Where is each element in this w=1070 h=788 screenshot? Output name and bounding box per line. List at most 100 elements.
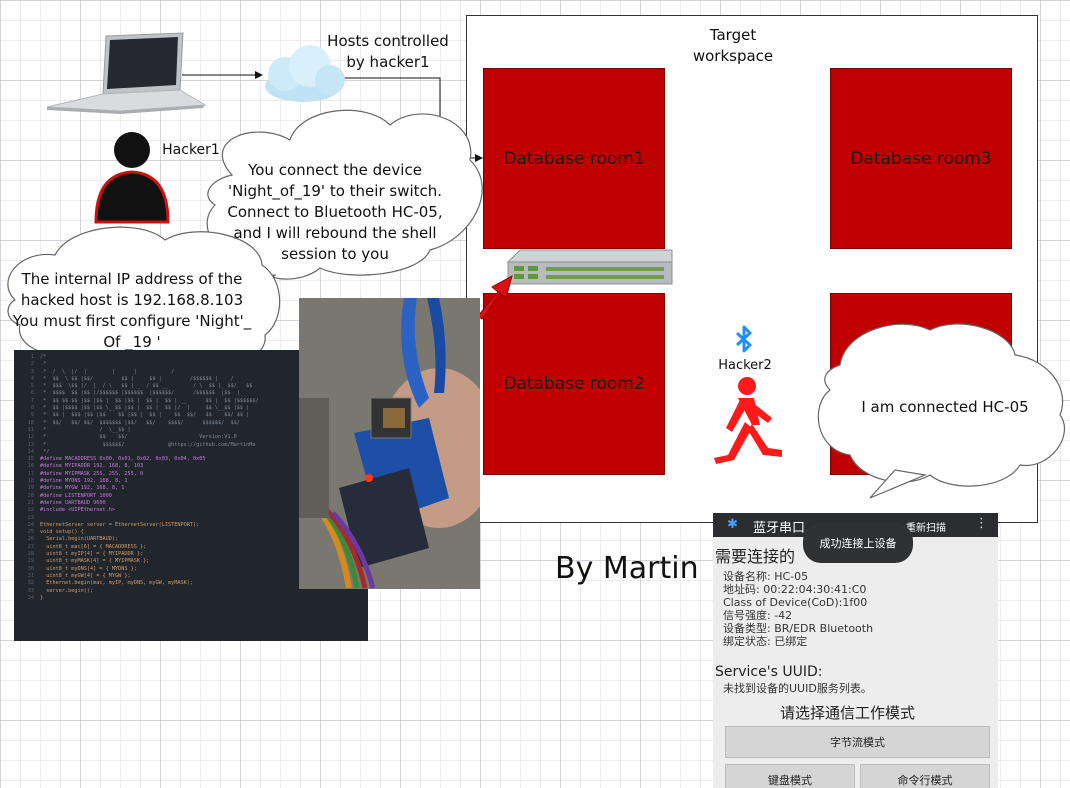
toast-message: 成功连接上设备: [803, 523, 913, 563]
bubble-line: You connect the device: [248, 161, 422, 179]
line-number: 10: [27, 419, 34, 426]
line-number: 23: [27, 514, 34, 521]
hacker2-label: Hacker2: [718, 358, 772, 373]
code-line: 10 * $$/ $$/ $$/ $$$$$$$ |$$/ $$/ $$$$/ …: [14, 420, 368, 427]
code-text: #define UARTBAUD 9600: [40, 499, 106, 506]
code-line: 33 server.begin();: [14, 588, 368, 595]
bubble-line: The internal IP address of the: [21, 270, 243, 288]
author-credit: By Martin: [555, 551, 699, 586]
line-number: 19: [27, 485, 34, 492]
device-name: 设备名称: HC-05: [723, 570, 809, 583]
code-line: 12 * $$ $$/ Version:V1.0: [14, 434, 368, 441]
ip-bubble: [7, 226, 281, 361]
code-line: 28 uint8_t myIP[4] = { MYIPADDR };: [14, 551, 368, 558]
database-room1: Database room1: [483, 68, 665, 249]
phone-heading: 需要连接的: [715, 547, 796, 566]
bubble-line: Connect to Bluetooth HC-05,: [227, 203, 443, 221]
code-text: #include <UIPEthernet.h>: [40, 507, 115, 514]
code-text: uint8_t mac[6] = { MACADDRESS };: [40, 543, 147, 550]
line-number: 11: [27, 426, 34, 433]
bt-bubble-tail: [869, 469, 928, 499]
room-label: Database room2: [503, 374, 645, 394]
code-text: #define MACADDRESS 0x00, 0x01, 0x02, 0x0…: [40, 456, 206, 463]
byte-stream-mode-button[interactable]: 字节流模式: [725, 726, 990, 758]
command-line-mode-button[interactable]: 命令行模式: [860, 764, 990, 788]
code-line: 13 * $$$$$$/ @https://github.com/MartinM…: [14, 442, 368, 449]
uuid-title: Service's UUID:: [715, 664, 823, 680]
code-text: uint8_t myGW[4] = { MYGW };: [40, 572, 131, 579]
bluetooth-app-icon: ✱: [727, 517, 738, 532]
hosts-label-line1: Hosts controlled: [327, 32, 449, 50]
line-number: 2: [30, 361, 34, 368]
line-number: 17: [27, 470, 34, 477]
signal-strength: 信号强度: -42: [723, 609, 793, 622]
bt-bubble-text: I am connected HC-05: [861, 398, 1029, 416]
hacker2-figure: [714, 377, 782, 464]
line-number: 30: [27, 565, 34, 572]
code-line: 15#define MACADDRESS 0x00, 0x01, 0x02, 0…: [14, 456, 368, 463]
code-text: * $$ $$ $$ |$$ |$$ | $$ |$$ | $$ | $$ | …: [40, 397, 259, 404]
code-text: #define LISTENPORT 1000: [40, 492, 112, 499]
code-line: 26 Serial.begin(UARTBAUD);: [14, 536, 368, 543]
code-line: 1/*: [14, 354, 368, 361]
line-number: 3: [30, 368, 34, 375]
hacker1-label: Hacker1: [162, 142, 220, 158]
code-text: */: [40, 448, 50, 455]
app-title: 蓝牙串口: [753, 521, 806, 536]
mode-title: 请选择通信工作模式: [780, 704, 916, 722]
code-text: EthernetServer server = EthernetServer(L…: [40, 521, 200, 528]
red-arrow-icon: [477, 274, 513, 320]
code-line: 11 * / \__$$ |: [14, 427, 368, 434]
code-line: 4 * $$ \ $$ |$$/ $$ | $$ | /$$$$$$ | /: [14, 376, 368, 383]
code-text: * $$ \ $$ |$$/ $$ | $$ | /$$$$$$ | /: [40, 375, 234, 382]
line-number: 34: [27, 594, 34, 601]
rescan-button[interactable]: 重新扫描: [906, 523, 946, 534]
line-number: 24: [27, 521, 34, 528]
code-text: * $$/ $$/ $$/ $$$$$$$ |$$/ $$/ $$$$/ $$$…: [40, 419, 240, 426]
device-type: 设备类型: BR/EDR Bluetooth: [723, 622, 874, 635]
code-text: uint8_t myDNS[4] = { MYDNS };: [40, 565, 137, 572]
line-number: 6: [30, 390, 34, 397]
line-number: 32: [27, 580, 34, 587]
line-number: 29: [27, 558, 34, 565]
code-text: Ethernet.begin(mac, myIP, myDNS, myGW, m…: [40, 580, 194, 587]
bond-state: 绑定状态: 已绑定: [723, 635, 808, 648]
line-number: 33: [27, 587, 34, 594]
keyboard-mode-button[interactable]: 键盘模式: [725, 764, 855, 788]
code-line: 27 uint8_t mac[6] = { MACADDRESS };: [14, 544, 368, 551]
line-number: 1: [30, 354, 34, 360]
line-number: 20: [27, 492, 34, 499]
code-line: 5 * $$$ \$$ |/ | / \ $$ | _ / $$ __ / \ …: [14, 383, 368, 390]
code-line: 30 uint8_t myDNS[4] = { MYDNS };: [14, 566, 368, 573]
code-text: * / \ |/ | | | /: [40, 368, 175, 375]
switch-bubble-text: You connect the device 'Night_of_19' to …: [215, 160, 455, 265]
code-text: #define MYDNS 192, 168, 8, 1: [40, 478, 128, 485]
database-room2: Database room2: [483, 293, 665, 475]
device-address: 地址码: 00:22:04:30:41:C0: [723, 583, 867, 596]
line-number: 31: [27, 572, 34, 579]
code-line: 14 */: [14, 449, 368, 456]
code-text: server.begin();: [40, 587, 94, 594]
code-text: * $$$$ $$ |$$ |/$$$$$$ |$$$$$$ |$$$$$$/ …: [40, 390, 240, 397]
code-text: }: [40, 594, 44, 601]
line-number: 7: [30, 397, 34, 404]
code-text: *: [40, 361, 47, 368]
bubble-line: Of _19 ': [103, 333, 161, 351]
code-line: 20 #define LISTENPORT 1000: [14, 493, 368, 500]
laptop-icon: [46, 32, 207, 114]
bubble-line: 'Night_of_19' to their switch.: [227, 182, 443, 200]
code-line: 21#define UARTBAUD 9600: [14, 500, 368, 507]
line-number: 9: [30, 412, 34, 419]
code-line: 22#include <UIPEthernet.h>: [14, 507, 368, 514]
code-text: * $$$$$$/ @https://github.com/MartinMa: [40, 441, 256, 448]
device-class: Class of Device(CoD):1f00: [723, 596, 868, 609]
code-text: * $$ $$/ Version:V1.0: [40, 434, 237, 441]
workspace-title-line1: Target: [709, 26, 757, 44]
code-lines: 1/*2 *3 * / \ |/ | | | /4 * $$ \ $$ |$$/…: [14, 350, 368, 602]
line-number: 25: [27, 529, 34, 536]
code-line: 2 *: [14, 361, 368, 368]
overflow-menu-icon[interactable]: ⋮: [975, 516, 988, 531]
phone-screenshot: ✱ 蓝牙串口 重新扫描 ⋮ 成功连接上设备 需要连接的 设备名称: HC-05 …: [713, 513, 998, 788]
line-number: 27: [27, 543, 34, 550]
